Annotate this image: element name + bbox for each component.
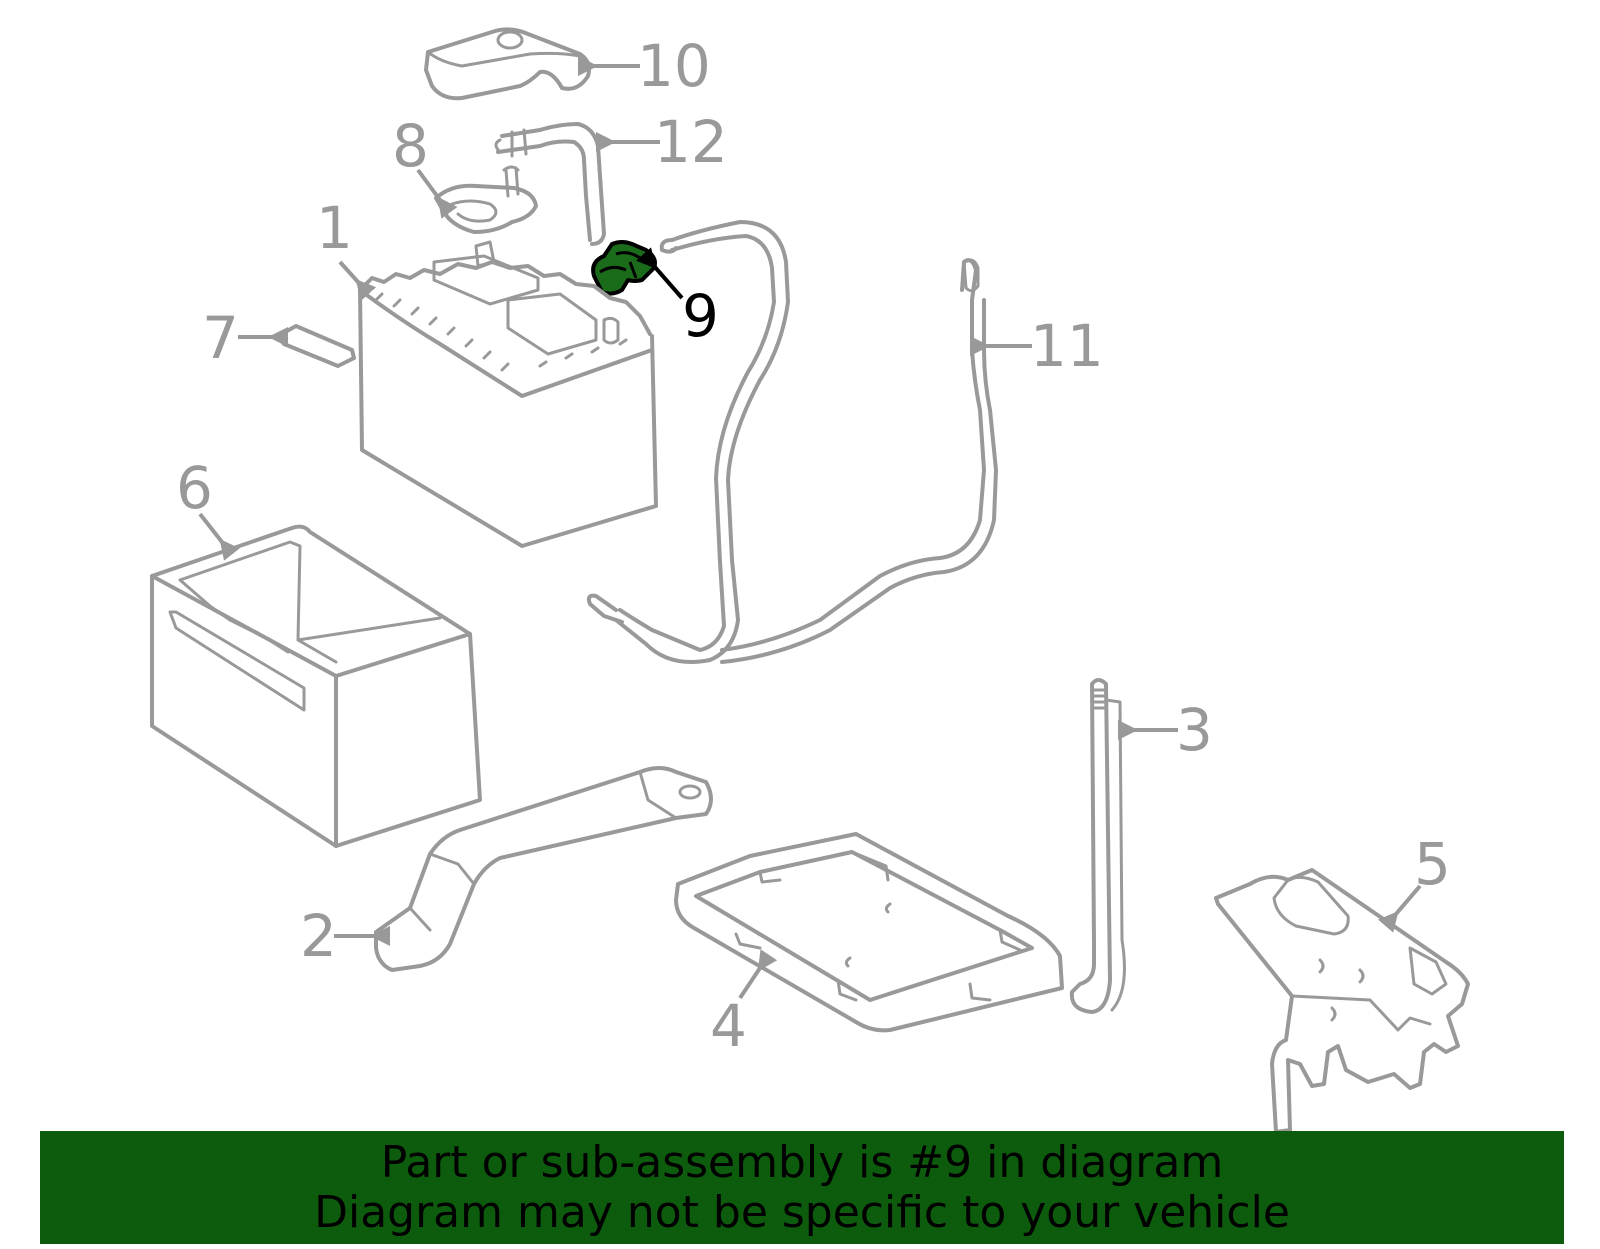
battery-tray-part <box>674 832 1064 1033</box>
callout-11: 11 <box>1030 312 1104 380</box>
negative-clamp-part <box>591 240 657 296</box>
battery-pad-part <box>276 324 356 368</box>
callout-labels: 10 12 8 1 9 7 11 6 3 5 2 4 <box>176 32 1451 1060</box>
terminal-cover-part <box>424 27 591 101</box>
callout-6: 6 <box>176 454 213 522</box>
ground-cable-part <box>586 220 998 664</box>
callout-10: 10 <box>637 32 711 100</box>
callout-2: 2 <box>300 902 337 970</box>
hold-down-rod-part <box>1069 678 1126 1014</box>
banner-line-1: Part or sub-assembly is #9 in diagram <box>380 1136 1224 1188</box>
callout-4: 4 <box>710 992 747 1060</box>
banner-line-2: Diagram may not be specific to your vehi… <box>314 1186 1290 1238</box>
callout-12: 12 <box>654 108 728 176</box>
callout-leaders <box>198 56 1422 1000</box>
callout-8: 8 <box>392 112 429 180</box>
callout-3: 3 <box>1176 696 1213 764</box>
tray-support-part <box>1214 868 1470 1134</box>
callout-1: 1 <box>316 194 353 262</box>
battery-insulator-part <box>150 524 482 848</box>
callout-7: 7 <box>202 304 239 372</box>
notice-banner: Part or sub-assembly is #9 in diagram Di… <box>40 1131 1564 1244</box>
positive-cable-part <box>494 122 606 246</box>
positive-clamp-part <box>434 165 538 234</box>
hold-down-bracket-part <box>374 766 713 972</box>
callout-5: 5 <box>1414 830 1451 898</box>
callout-9: 9 <box>682 282 719 350</box>
